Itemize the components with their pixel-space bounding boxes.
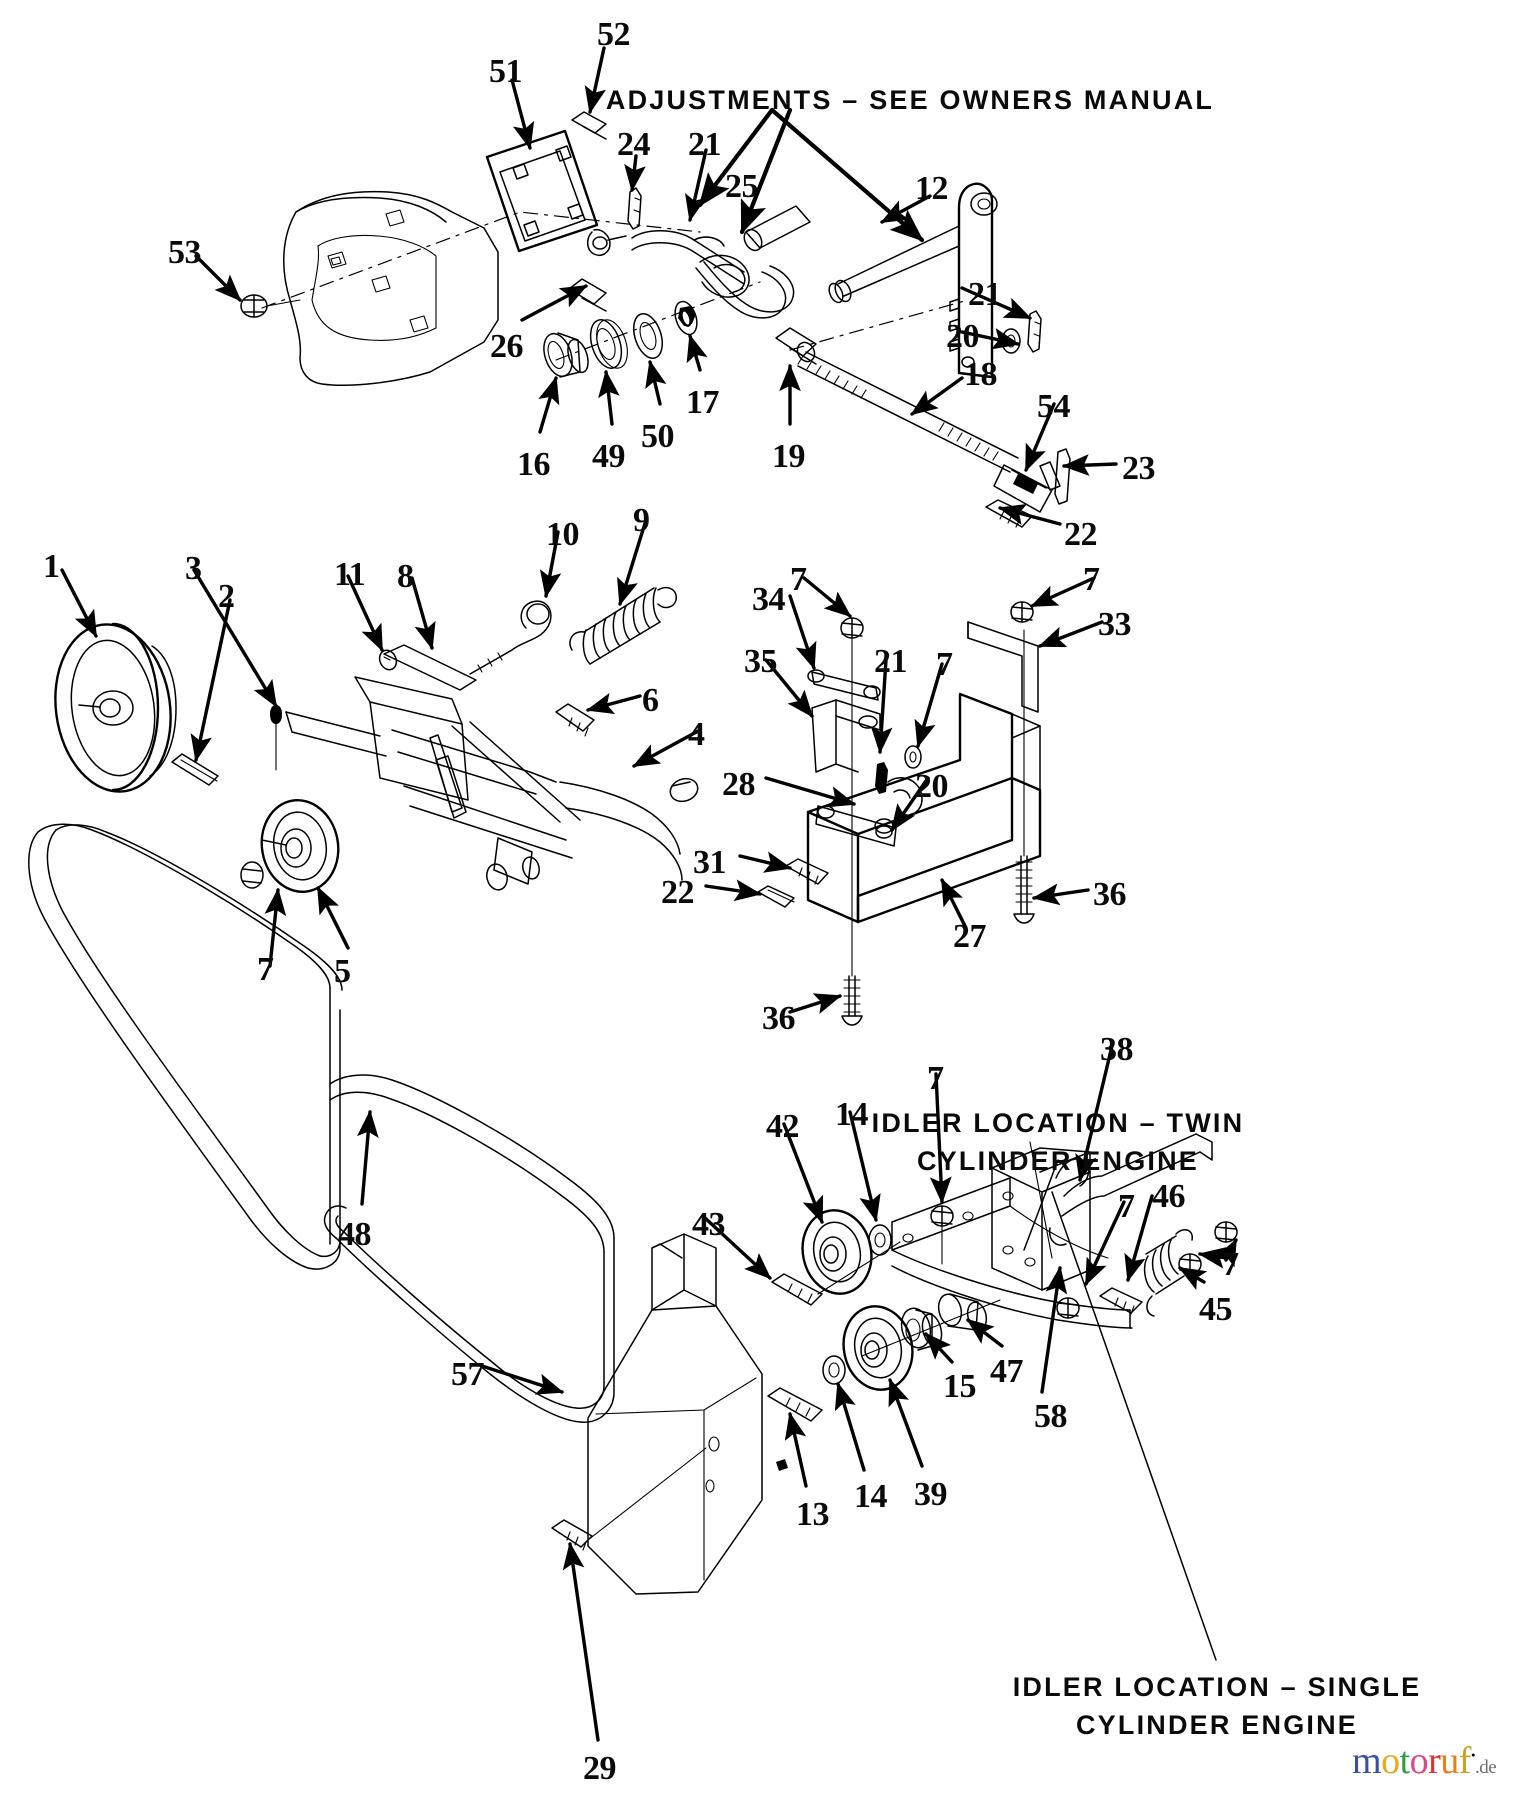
part-callout-49: 49	[592, 438, 626, 475]
watermark-letter-6: f	[1458, 1740, 1472, 1782]
part-callout-6: 6	[642, 682, 659, 719]
part-callout-48: 48	[338, 1216, 372, 1253]
part-callout-10: 10	[546, 516, 580, 553]
part-callout-7a: 7	[790, 561, 807, 598]
part-callout-4: 4	[688, 716, 705, 753]
watermark-letter-4: r	[1428, 1740, 1441, 1782]
watermark-letter-2: t	[1399, 1740, 1411, 1782]
part-callout-22b: 22	[661, 874, 695, 911]
part-callout-21: 21	[688, 126, 722, 163]
part-callout-5: 5	[334, 953, 351, 990]
watermark-letter-3: o	[1409, 1740, 1429, 1782]
heading-idler-twin-line-1: IDLER LOCATION – TWIN	[871, 1108, 1245, 1138]
heading-idler-single-line-1: IDLER LOCATION – SINGLE	[1012, 1672, 1422, 1702]
part-callout-7d: 7	[257, 951, 274, 988]
part-callout-28: 28	[722, 766, 756, 803]
part-callout-23: 23	[1122, 450, 1156, 487]
part-callout-35: 35	[744, 643, 778, 680]
watermark-letters: motoruf	[1352, 1740, 1471, 1782]
part-callout-20: 20	[946, 318, 980, 355]
part-callout-8: 8	[397, 558, 414, 595]
part-callout-13: 13	[796, 1496, 830, 1533]
part-callout-25: 25	[725, 168, 759, 205]
motoruf-watermark: motoruf•.de	[1352, 1740, 1497, 1782]
part-callout-19: 19	[772, 438, 806, 475]
part-callout-46: 46	[1152, 1178, 1186, 1215]
part-callout-2: 2	[218, 578, 235, 615]
part-callout-47: 47	[990, 1353, 1024, 1390]
part-callout-36b: 36	[762, 1000, 796, 1037]
part-callout-7b: 7	[1083, 561, 1100, 598]
part-callout-24: 24	[617, 126, 651, 163]
part-callout-33: 33	[1098, 606, 1132, 643]
heading-idler-single-line-2: CYLINDER ENGINE	[1075, 1710, 1359, 1740]
part-callout-38: 38	[1100, 1031, 1134, 1068]
part-callout-9: 9	[633, 502, 650, 539]
part-callout-39: 39	[914, 1476, 948, 1513]
part-callout-52: 52	[597, 16, 631, 53]
part-callout-18: 18	[964, 356, 998, 393]
part-callout-45: 45	[1199, 1291, 1233, 1328]
part-callout-51: 51	[489, 53, 523, 90]
watermark-letter-5: u	[1440, 1740, 1459, 1782]
watermark-letter-0: m	[1352, 1740, 1382, 1782]
part-callout-50: 50	[641, 418, 675, 455]
watermark-dot: •	[1470, 1747, 1476, 1763]
part-callout-26: 26	[490, 328, 524, 365]
part-callout-29: 29	[583, 1750, 617, 1787]
part-callout-27: 27	[953, 918, 987, 955]
part-callout-43: 43	[692, 1206, 726, 1243]
part-callout-7c: 7	[936, 646, 953, 683]
part-callout-21c: 21	[874, 643, 908, 680]
part-callout-15: 15	[943, 1368, 977, 1405]
watermark-letter-1: o	[1381, 1740, 1400, 1782]
part-callout-21b: 21	[968, 276, 1002, 313]
heading-idler-twin-line-2: CYLINDER ENGINE	[916, 1146, 1200, 1176]
part-callout-34: 34	[752, 581, 786, 618]
part-callout-16: 16	[517, 446, 551, 483]
heading-adjustments: ADJUSTMENTS – SEE OWNERS MANUAL	[605, 85, 1215, 115]
part-callout-31: 31	[693, 844, 727, 881]
part-callout-58: 58	[1034, 1398, 1068, 1435]
part-callout-57: 57	[451, 1356, 485, 1393]
part-callout-14b: 14	[854, 1478, 888, 1515]
part-callout-7f: 7	[1118, 1188, 1135, 1225]
part-callout-7e: 7	[927, 1060, 944, 1097]
part-callout-3: 3	[185, 550, 202, 587]
part-callout-53: 53	[168, 234, 202, 271]
part-callout-54: 54	[1037, 388, 1071, 425]
part-callout-7g: 7	[1222, 1246, 1239, 1283]
part-callout-14a: 14	[835, 1096, 869, 1133]
part-callout-36a: 36	[1093, 876, 1127, 913]
part-callout-22: 22	[1064, 516, 1098, 553]
watermark-suffix: .de	[1475, 1757, 1497, 1778]
part-callout-17: 17	[686, 384, 720, 421]
part-callout-20b: 20	[915, 768, 949, 805]
part-callout-11: 11	[334, 556, 366, 593]
part-callout-42: 42	[766, 1108, 800, 1145]
part-callout-12: 12	[915, 170, 949, 207]
part-callout-1: 1	[43, 548, 60, 585]
